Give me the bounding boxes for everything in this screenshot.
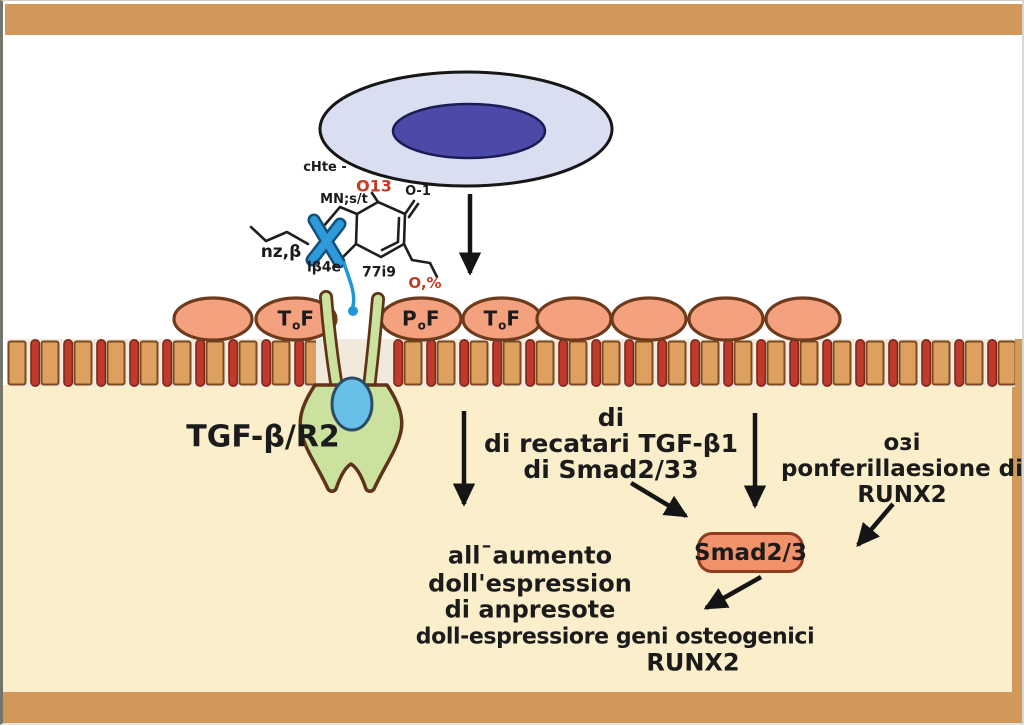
chem-label-6: lβ4e — [306, 259, 342, 276]
smad-node-label: Smad2/3 — [694, 539, 807, 566]
protein-label-pre: P — [401, 306, 418, 331]
center-line-1: di — [597, 403, 625, 432]
protein-label-pre: T — [277, 306, 292, 331]
right-frame-strip — [1012, 339, 1022, 694]
center-line-2: di recatari TGF-β1 — [483, 429, 739, 458]
protein-label-post: F — [425, 306, 441, 331]
top-frame-bar — [5, 4, 1022, 35]
protein-label-post: F — [506, 306, 521, 331]
chem-label-8: O,% — [408, 274, 442, 293]
chem-label-1: cHte - — [303, 160, 347, 176]
smad-node: Smad2/3 — [694, 532, 807, 573]
bottom-line-4: doll-espressiore geni osteogenici — [415, 624, 815, 650]
bottom-line-2: doll'espression — [428, 569, 632, 598]
bottom-line-1: all¯aumento — [447, 541, 613, 570]
text-layer: cHte - O13 O-1 MN;s/t nz,β lβ4e 77i9 O,%… — [3, 1, 1024, 723]
protein-label-sub: o — [498, 318, 507, 333]
right-line-3: RUNX2 — [857, 482, 947, 508]
center-annotation: di di recatari TGF-β1 di Smad2/33 — [484, 405, 738, 483]
protein-label-tf2: ToF — [483, 306, 521, 333]
receptor-name-label: TGF-β/R2 — [186, 419, 340, 455]
chem-label-3: O-1 — [405, 184, 431, 200]
center-line-3: di Smad2/33 — [523, 455, 699, 484]
cytoplasm-zone — [3, 385, 1015, 692]
bottom-frame-bar — [3, 692, 1022, 723]
bottom-line-5: RUNX2 — [646, 648, 740, 677]
right-line-1: oзi — [883, 430, 921, 456]
protein-label-sub: o — [292, 318, 301, 333]
protein-label-sub: o — [417, 318, 427, 333]
chem-label-7: 77i9 — [361, 264, 397, 281]
protein-label-post: F — [300, 306, 315, 331]
bottom-line-3: di anpresote — [444, 595, 616, 624]
protein-label-pre: T — [483, 306, 498, 331]
right-line-2: ponferillaesione di — [780, 456, 1024, 482]
protein-label-pf: PoF — [401, 306, 441, 333]
right-annotation: oзi ponferillaesione di RUNX2 — [780, 430, 1024, 508]
protein-label-tf1: ToF — [277, 306, 315, 333]
ligand-label: nz,β — [260, 242, 302, 263]
chem-label-4: MN;s/t — [320, 192, 368, 208]
